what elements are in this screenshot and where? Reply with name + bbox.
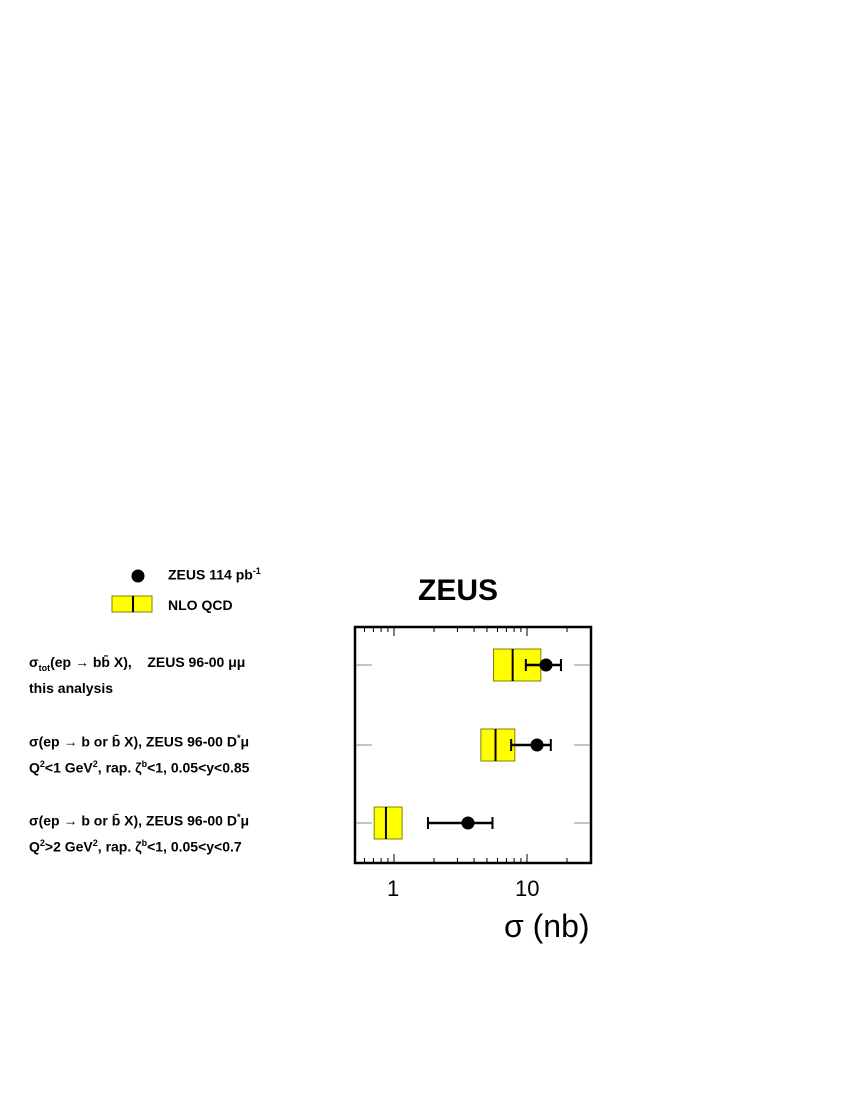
chart-title: ZEUS: [418, 574, 499, 607]
row3-label-line1: σ(ep → b or b̄ X), ZEUS 96-00 D*μ: [29, 812, 250, 829]
row1-label-line1: σtot(ep → bb̄ X), ZEUS 96-00 μμ: [29, 654, 246, 673]
nlo-band: [373, 806, 403, 840]
data-point: [461, 816, 475, 830]
data-point: [539, 658, 553, 672]
legend-data-marker-icon: [131, 569, 145, 583]
legend-data-label: ZEUS 114 pb-1: [168, 566, 261, 583]
row3-label-line2: Q2>2 GeV2, rap. ζb<1, 0.05<y<0.7: [29, 838, 242, 855]
legend-nlo-marker-icon: [111, 595, 153, 613]
data-rows: [356, 648, 590, 840]
x-tick-10: 10: [515, 876, 540, 901]
row2-label-line2: Q2<1 GeV2, rap. ζb<1, 0.05<y<0.85: [29, 759, 250, 776]
legend-nlo-label: NLO QCD: [168, 597, 233, 613]
row1-label-line2: this analysis: [29, 680, 114, 696]
plot-frame: [353, 625, 593, 865]
nlo-band: [480, 728, 516, 762]
data-point: [530, 738, 544, 752]
axis-ticks: [363, 627, 568, 863]
x-axis-label: σ (nb): [504, 908, 590, 944]
x-tick-1: 1: [387, 876, 400, 901]
row2-label-line1: σ(ep → b or b̄ X), ZEUS 96-00 D*μ: [29, 733, 250, 750]
